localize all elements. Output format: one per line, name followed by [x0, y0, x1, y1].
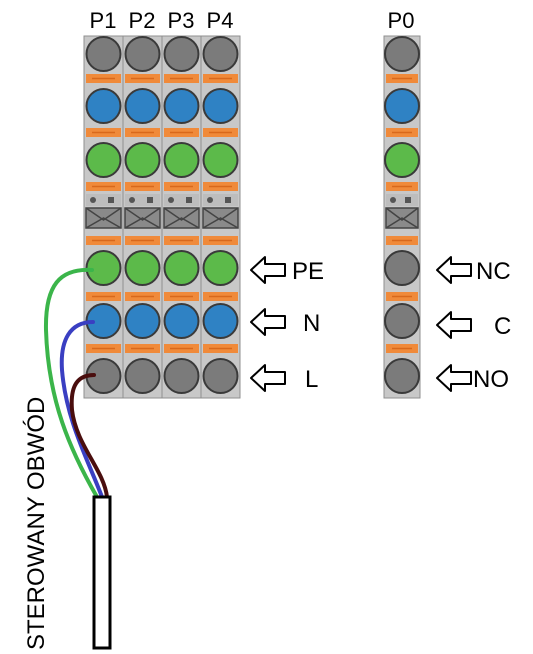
- marker-dot: [168, 197, 174, 203]
- arrow-nc: NC: [436, 256, 511, 285]
- envelope-lines: [163, 207, 200, 229]
- contact: [384, 303, 420, 339]
- marker-dot: [390, 197, 396, 203]
- arrow-left-icon: [436, 364, 472, 392]
- contact: [384, 36, 420, 72]
- wire-green: [43, 267, 99, 499]
- arrow-left-icon: [250, 256, 286, 284]
- wire-brown: [69, 373, 109, 499]
- marker-square: [405, 197, 411, 203]
- header-p3: P3: [168, 8, 195, 33]
- arrow-n: N: [250, 308, 320, 337]
- contact: [85, 142, 122, 178]
- terminal-label-n: N: [303, 310, 320, 337]
- envelope-lines: [202, 207, 239, 229]
- envelope-lines: [85, 207, 122, 229]
- header-p1: P1: [90, 8, 117, 33]
- terminal-label-l: L: [305, 366, 318, 393]
- contact: [124, 88, 161, 124]
- cable-label: STEROWANY OBWÓD: [23, 397, 50, 650]
- contact: [384, 358, 420, 394]
- envelope-lines: [124, 207, 161, 229]
- arrow-no: NO: [436, 364, 509, 393]
- wire-blue: [59, 320, 104, 499]
- marker-square: [186, 197, 192, 203]
- marker-dot: [129, 197, 135, 203]
- terminal-label-nc: NC: [476, 258, 511, 285]
- cable-wires: [43, 267, 109, 499]
- contact: [163, 358, 200, 394]
- contact: [124, 250, 161, 286]
- arrow-pe: PE: [250, 256, 324, 285]
- arrow-left-icon: [250, 364, 286, 392]
- contact: [202, 250, 239, 286]
- contact: [85, 36, 122, 72]
- contact: [163, 142, 200, 178]
- terminal-label-c: C: [494, 313, 511, 340]
- contact: [384, 88, 420, 124]
- marker-square: [225, 197, 231, 203]
- arrow-left-icon: [436, 311, 472, 339]
- terminal-block-p0: [383, 35, 421, 399]
- arrow-c: C: [436, 311, 511, 340]
- contact: [384, 250, 420, 286]
- contact: [202, 358, 239, 394]
- contact: [202, 142, 239, 178]
- terminal-label-pe: PE: [292, 258, 324, 285]
- cable-sheath: [92, 495, 112, 650]
- arrow-left-icon: [250, 308, 286, 336]
- contact: [124, 303, 161, 339]
- terminal-block-p1-p4: [83, 35, 241, 399]
- arrow-l: L: [250, 364, 318, 393]
- contact: [163, 36, 200, 72]
- contact: [202, 36, 239, 72]
- arrow-left-icon: [436, 256, 472, 284]
- marker-square: [147, 197, 153, 203]
- marker-dot: [207, 197, 213, 203]
- marker-dot: [90, 197, 96, 203]
- contact: [384, 142, 420, 178]
- contact: [163, 88, 200, 124]
- header-p0: P0: [388, 8, 415, 33]
- contact: [163, 250, 200, 286]
- envelope-lines: [385, 207, 419, 229]
- contact: [202, 88, 239, 124]
- contact: [124, 358, 161, 394]
- contact: [163, 303, 200, 339]
- contact: [85, 88, 122, 124]
- contact: [124, 36, 161, 72]
- contact: [124, 142, 161, 178]
- header-p4: P4: [207, 8, 234, 33]
- terminal-label-no: NO: [473, 366, 509, 393]
- contact: [202, 303, 239, 339]
- marker-square: [108, 197, 114, 203]
- header-p2: P2: [129, 8, 156, 33]
